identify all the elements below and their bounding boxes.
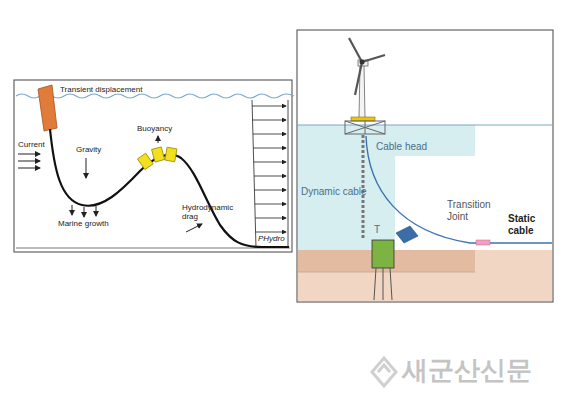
load-label: Current (18, 140, 45, 149)
force-arrows (18, 136, 202, 232)
cable-line (366, 136, 552, 243)
right-panel-frame (297, 30, 553, 302)
seabed (298, 250, 552, 301)
sea-surface (298, 124, 552, 125)
load-label: Hydrodynamic drag (182, 203, 234, 221)
transition-joint (476, 240, 490, 245)
pressure-arrow (254, 162, 286, 163)
pressure-arrow (255, 218, 286, 219)
part-label: T (374, 224, 380, 236)
left-panel-frame (14, 80, 292, 252)
pressure-arrow (256, 232, 286, 233)
part-label: Static cable (508, 213, 550, 236)
floater (38, 85, 57, 131)
seabed-line (16, 248, 290, 249)
watermark-logo (372, 358, 396, 386)
pressure-arrow (253, 134, 286, 135)
pressure-arrow (252, 106, 286, 107)
load-label: Buoyancy (137, 124, 172, 133)
pressure-label: PHydro (257, 234, 286, 243)
pressure-arrow (254, 176, 286, 177)
water-region (298, 125, 475, 250)
bend-stiffener (396, 226, 418, 243)
load-label: Gravity (76, 145, 101, 154)
wind-turbine (345, 38, 385, 134)
anchor-block (372, 240, 394, 268)
pressure-arrows (252, 106, 286, 232)
pressure-profile (252, 100, 288, 248)
load-label: Transient displacement (60, 85, 142, 94)
buoyancy-modules (137, 147, 177, 170)
pressure-arrow (254, 190, 286, 191)
pressure-arrow (255, 204, 286, 205)
anchor-piles (374, 268, 392, 300)
load-label: Marine growth (58, 219, 109, 228)
part-label: Transition Joint (447, 199, 499, 222)
part-label: Dynamic cable (301, 186, 367, 198)
sea-surface (16, 94, 294, 98)
pressure-arrow (253, 120, 287, 121)
pressure-arrow (253, 148, 286, 149)
watermark: 새군산신문 (402, 356, 532, 386)
part-label: Cable head (376, 141, 427, 153)
seabed-boundary (298, 272, 475, 273)
